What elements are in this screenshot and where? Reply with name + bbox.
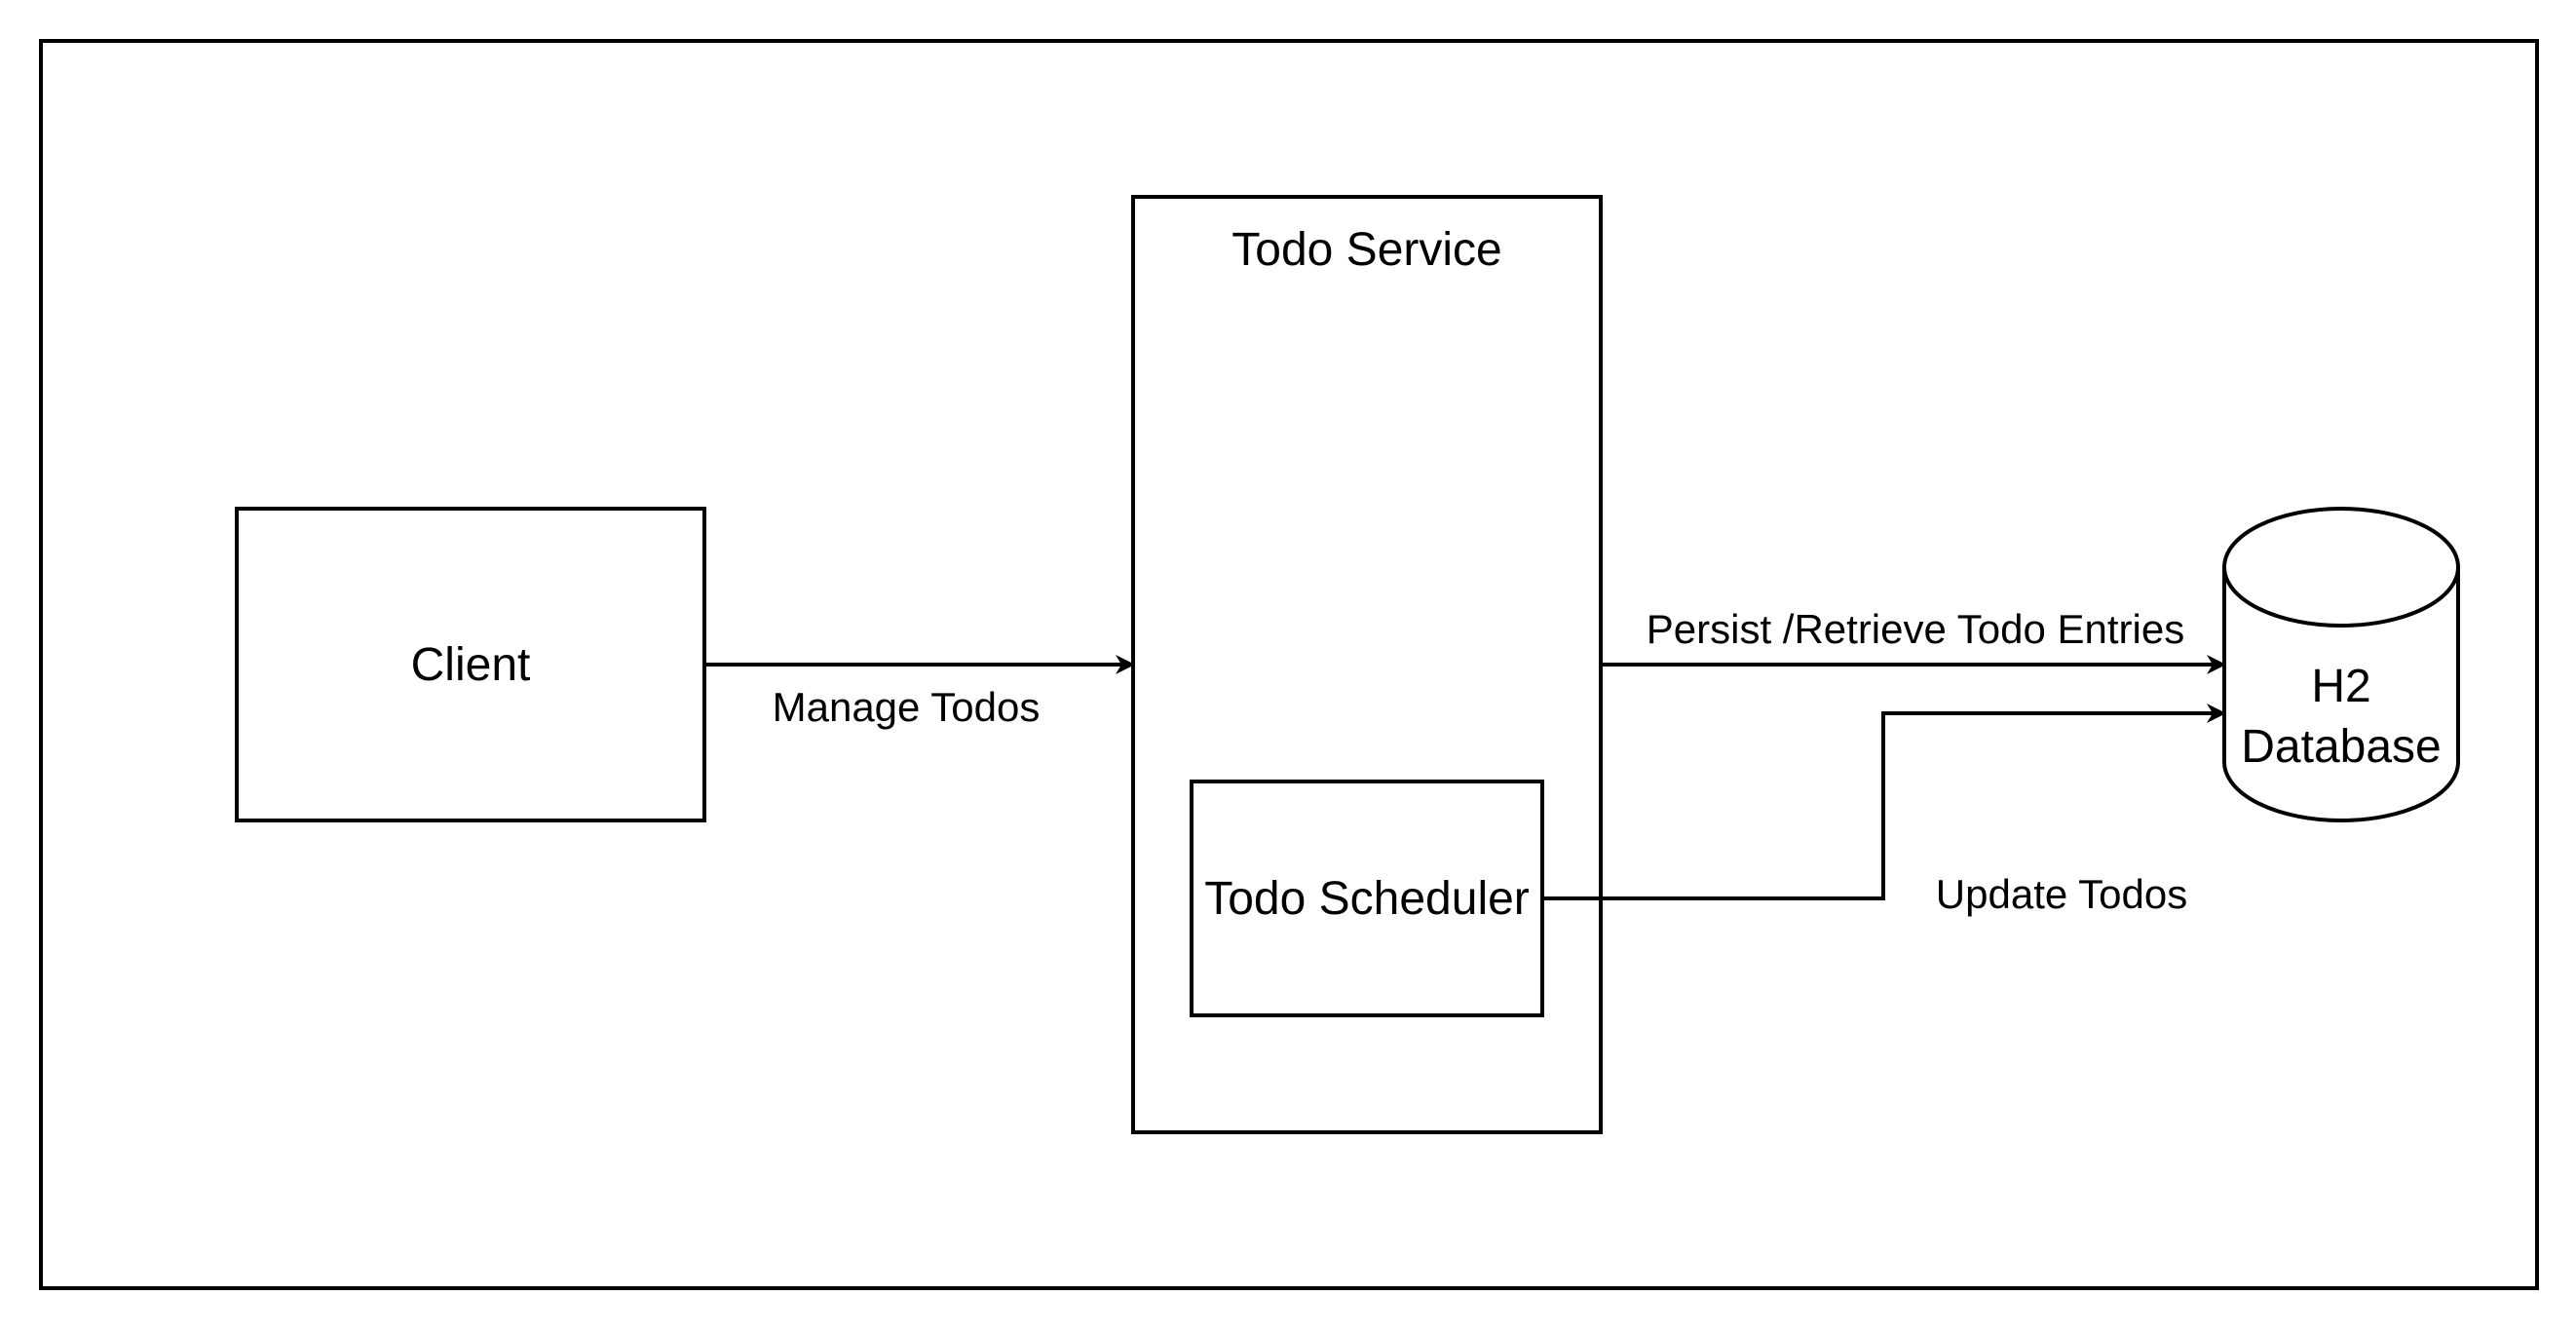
edge-service-to-database: Persist /Retrieve Todo Entries <box>1601 606 2226 674</box>
client-box <box>235 507 706 822</box>
todo-scheduler-node[interactable]: Todo Scheduler <box>1190 780 1544 1017</box>
edge-client-to-service: Manage Todos <box>704 655 1135 730</box>
database-label-line-2: Database <box>2241 721 2441 773</box>
client-node[interactable]: Client <box>235 507 706 822</box>
todo-scheduler-box <box>1190 780 1544 1017</box>
edge-scheduler-to-database-line <box>1542 704 2226 900</box>
database-cylinder-top <box>2222 507 2460 628</box>
database-label-line-1: H2 <box>2311 661 2370 712</box>
edge-scheduler-to-database: Update Todos <box>1542 704 2226 917</box>
client-label: Client <box>411 639 531 691</box>
edge-service-to-database-label: Persist /Retrieve Todo Entries <box>1647 606 2184 652</box>
edge-client-to-service-label: Manage Todos <box>773 684 1041 730</box>
h2-database-node[interactable]: H2 Database <box>2222 507 2460 822</box>
todo-scheduler-label: Todo Scheduler <box>1204 873 1530 925</box>
todo-service-label: Todo Service <box>1231 224 1501 276</box>
edge-scheduler-to-database-label: Update Todos <box>1936 871 2187 917</box>
database-cylinder-body <box>2222 567 2460 822</box>
